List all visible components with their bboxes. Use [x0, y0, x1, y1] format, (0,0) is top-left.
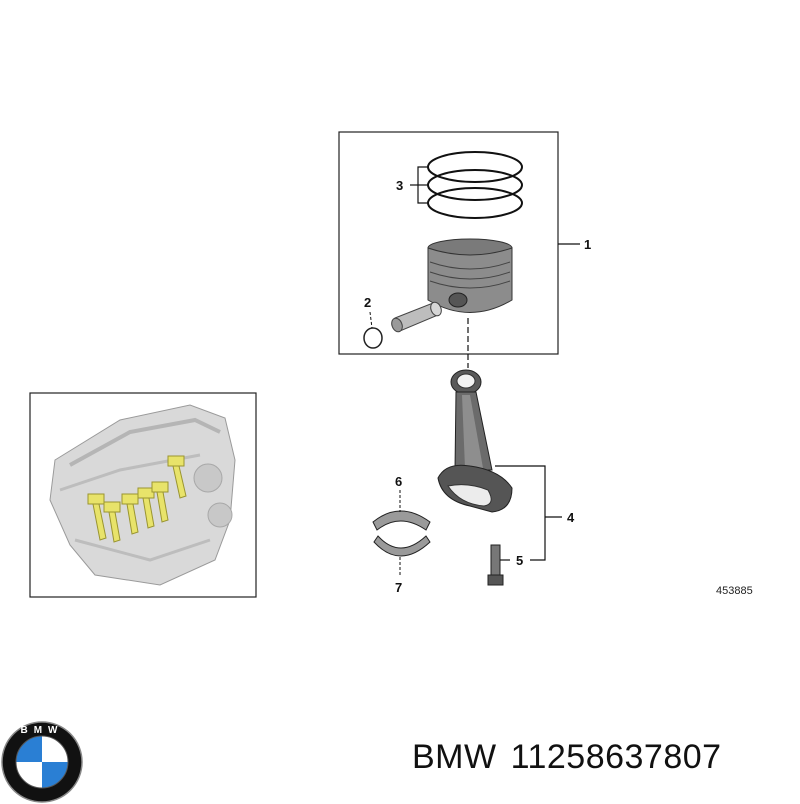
callout-6: 6	[395, 474, 402, 489]
bmw-logo-icon: BMW	[1, 721, 83, 803]
piston-pin-icon	[391, 301, 442, 333]
highlighted-pistons-icon	[87, 455, 187, 543]
callout-4-bracket	[495, 465, 562, 561]
callout-3: 3	[396, 178, 403, 193]
piston-icon	[427, 238, 513, 313]
piston-rings-icon	[427, 151, 523, 219]
part-number: 11258637807	[510, 738, 722, 776]
bearing-shell-lower-icon	[373, 535, 431, 557]
callout-2-leader	[369, 311, 373, 329]
callout-4: 4	[567, 510, 575, 525]
figure-number: 453885	[716, 585, 753, 597]
circlip-icon	[363, 327, 383, 349]
svg-text:BMW: BMW	[21, 725, 64, 736]
callout-1: 1	[584, 237, 591, 252]
piston-assembly-frame	[338, 131, 559, 355]
part-caption: BMW 11258637807	[412, 738, 736, 777]
bearing-shell-upper-icon	[372, 510, 431, 531]
callout-2: 2	[364, 295, 371, 310]
rod-bolt-icon	[487, 544, 504, 586]
callout-3-bracket	[410, 166, 428, 204]
brand-name: BMW	[412, 738, 497, 776]
callout-5: 5	[516, 553, 523, 568]
callout-7: 7	[395, 580, 402, 595]
connecting-rod-icon	[437, 369, 513, 513]
